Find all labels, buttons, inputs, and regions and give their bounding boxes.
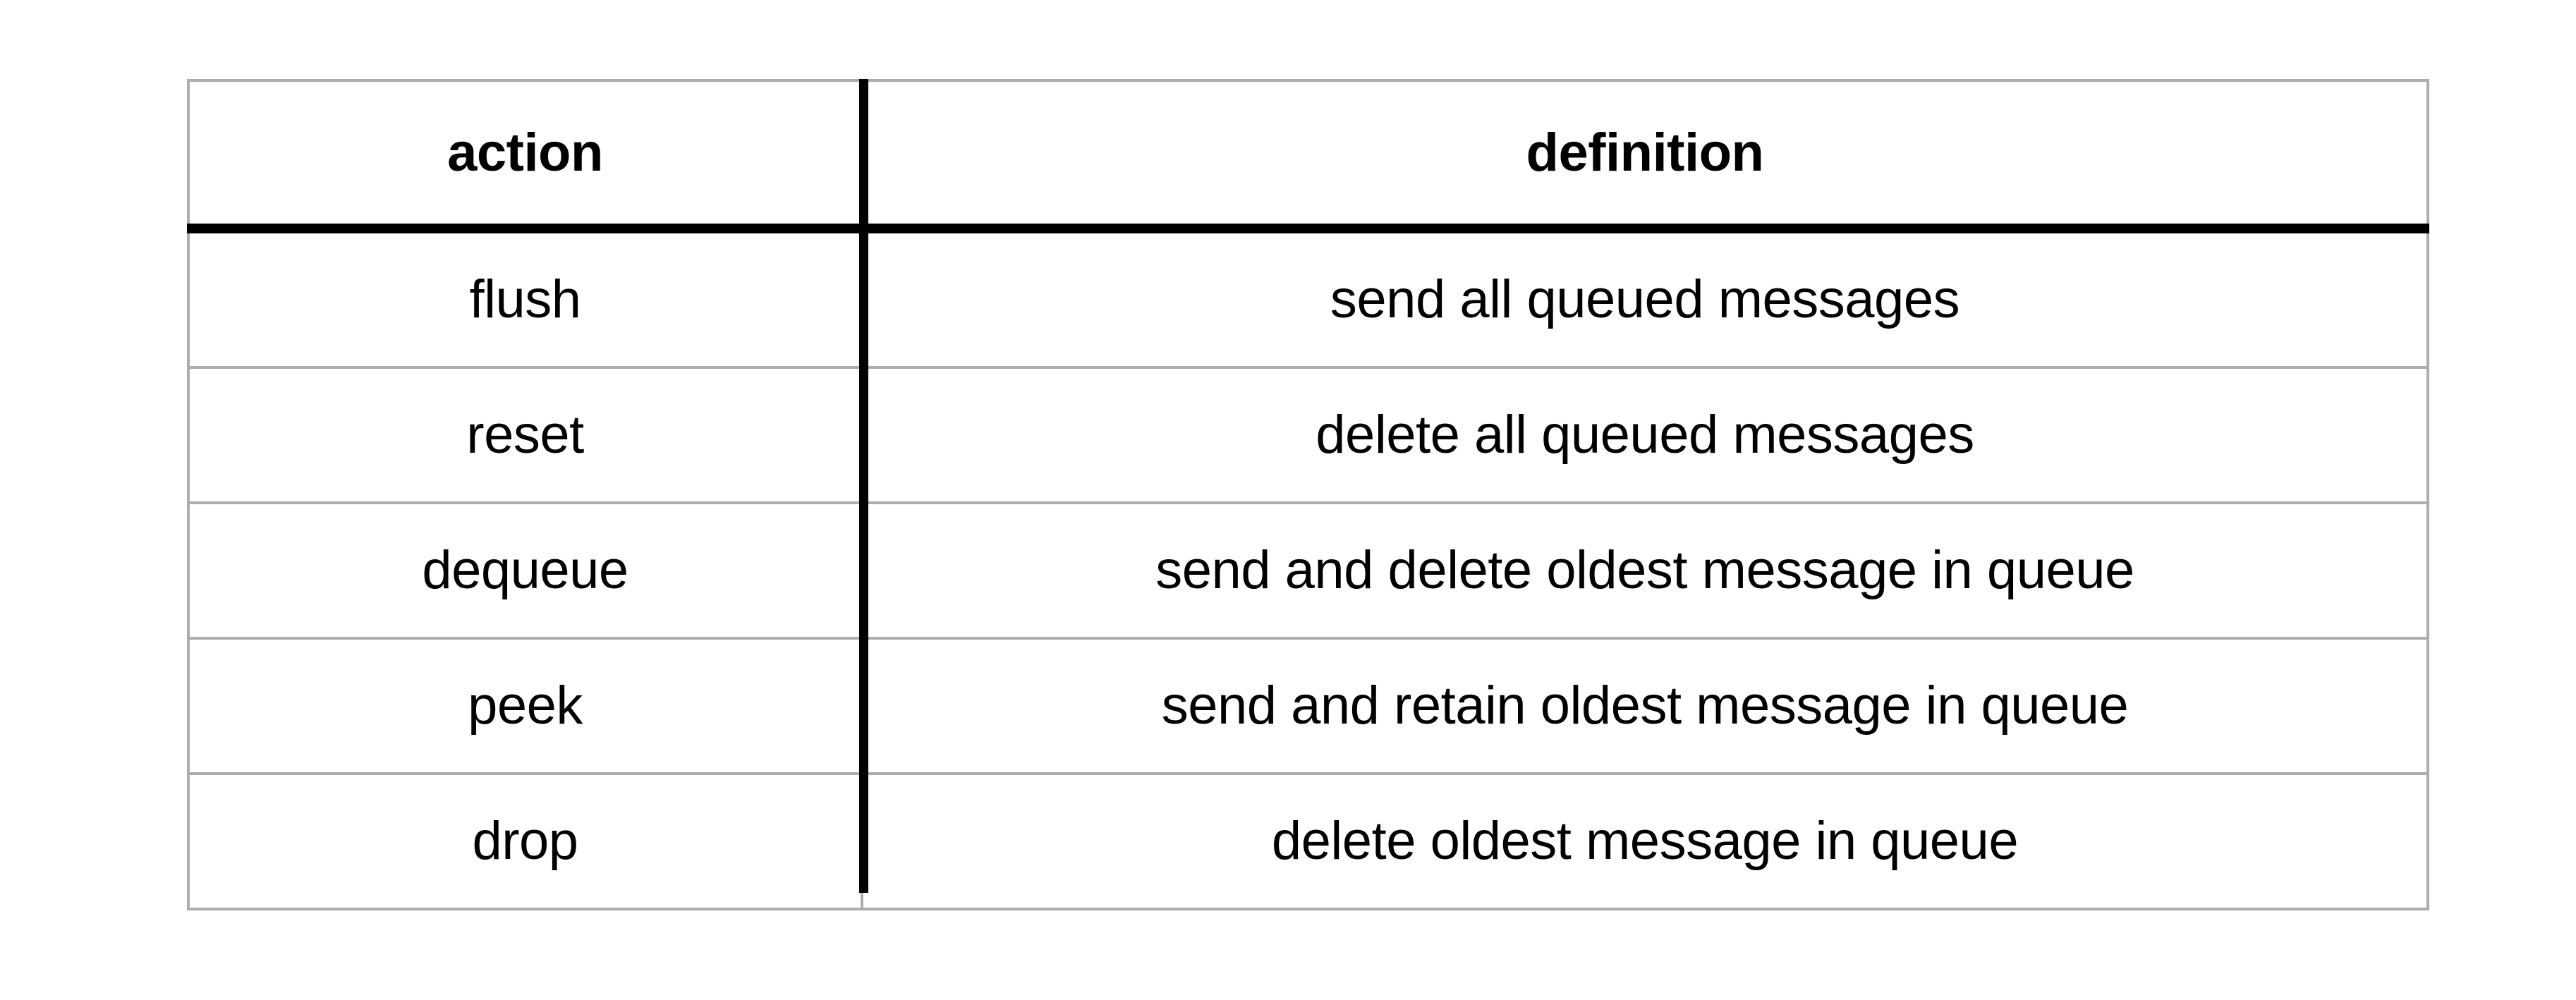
action-definition-table-container: action definition flush send all queued … xyxy=(187,79,2429,910)
table-header: action definition xyxy=(187,79,2429,233)
table-row: dequeue send and delete oldest message i… xyxy=(187,501,2429,640)
column-header-action: action xyxy=(187,79,863,233)
table-row: peek send and retain oldest message in q… xyxy=(187,637,2429,775)
column-header-definition: definition xyxy=(861,79,2429,233)
cell-action-peek: peek xyxy=(187,637,863,775)
cell-definition-flush: send all queued messages xyxy=(861,227,2429,369)
table-row: reset delete all queued messages xyxy=(187,366,2429,504)
cell-action-reset: reset xyxy=(187,366,863,504)
cell-action-flush: flush xyxy=(187,227,863,369)
table-header-row: action definition xyxy=(187,79,2429,233)
cell-definition-drop: delete oldest message in queue xyxy=(861,772,2429,910)
table-row: flush send all queued messages xyxy=(187,227,2429,369)
table-body: flush send all queued messages reset del… xyxy=(187,227,2429,910)
table-row: drop delete oldest message in queue xyxy=(187,772,2429,910)
cell-action-dequeue: dequeue xyxy=(187,501,863,640)
cell-definition-reset: delete all queued messages xyxy=(861,366,2429,504)
action-definition-table: action definition flush send all queued … xyxy=(187,79,2429,910)
cell-definition-peek: send and retain oldest message in queue xyxy=(861,637,2429,775)
cell-definition-dequeue: send and delete oldest message in queue xyxy=(861,501,2429,640)
cell-action-drop: drop xyxy=(187,772,863,910)
